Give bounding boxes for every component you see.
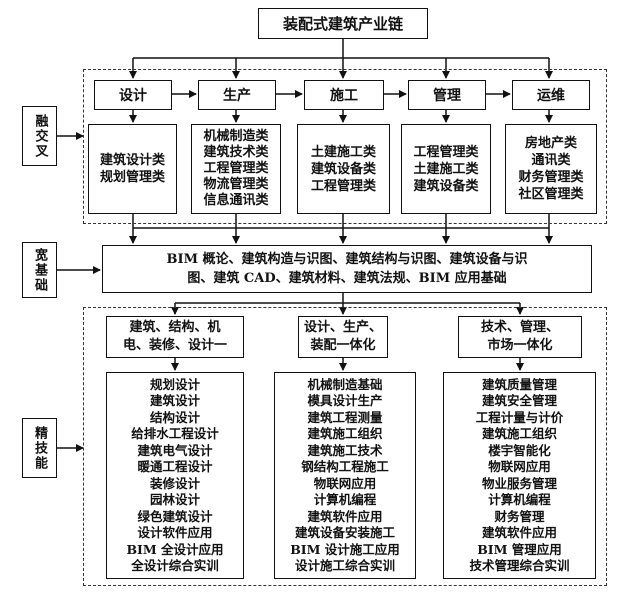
course-item: 暖通工程设计: [137, 459, 213, 474]
category-item: 工程管理类: [203, 161, 269, 176]
integration-line: 市场一体化: [487, 338, 553, 353]
course-item: 建筑施工技术: [307, 442, 383, 458]
course-item: 物业服务管理: [481, 475, 557, 491]
course-list-market: 建筑质量管理 建筑安全管理 工程计量与计价 建筑施工组织 楼宇智能化 物联网应用…: [443, 372, 596, 579]
stage-operation: 运维: [512, 80, 590, 110]
course-item: 装修设计: [149, 475, 200, 491]
course-item: 建筑工程测量: [307, 409, 383, 425]
category-item: 土建施工类: [310, 144, 376, 160]
course-item: 结构设计: [149, 409, 200, 425]
stage-production: 生产: [198, 80, 276, 110]
category-item: 建筑设备类: [413, 178, 479, 194]
course-item: 计算机编程: [488, 492, 551, 507]
course-item: 机械制造基础: [307, 376, 383, 392]
integration-line: 技术、管理、: [480, 320, 559, 335]
course-item: 建筑安全管理: [481, 393, 557, 408]
course-item: BIM 全设计应用: [126, 541, 224, 557]
course-item: 技术管理综合实训: [469, 558, 570, 573]
category-item: 信息通讯类: [203, 193, 269, 208]
integration-line: 装配一体化: [310, 338, 376, 353]
category-item: 规划管理类: [99, 170, 165, 185]
foundation-line-2: 图、建筑 CAD、建筑材料、建筑法规、BIM 应用基础: [187, 271, 507, 286]
course-item: 物联网应用: [313, 475, 377, 491]
stage-label: 生产: [223, 88, 251, 104]
category-item: 建筑设备类: [310, 161, 376, 177]
integration-box-assembly: 设计、生产、 装配一体化: [298, 316, 388, 358]
industry-chain-title-box: 装配式建筑产业链: [258, 8, 428, 39]
category-item: 机械制造类: [203, 129, 269, 144]
stage-label: 设计: [119, 88, 147, 104]
stage-construction: 施工: [304, 80, 384, 110]
course-item: 物联网应用: [488, 459, 551, 474]
stage-label: 施工: [330, 88, 358, 104]
course-item: 规划设计: [149, 376, 200, 392]
course-item: 建筑软件应用: [307, 508, 383, 524]
integration-line: 建筑、结构、机: [129, 320, 221, 335]
course-item: 建筑软件应用: [481, 525, 557, 540]
course-item: 建筑施工组织: [307, 426, 383, 441]
integration-box-market: 技术、管理、 市场一体化: [458, 316, 582, 358]
foundation-line-1: BIM 概论、建筑构造与识图、建筑结构与识图、建筑设备与识: [166, 252, 528, 267]
course-item: 建筑质量管理: [481, 376, 557, 392]
stage-label: 管理: [433, 88, 461, 104]
course-item: 设计施工综合实训: [294, 558, 395, 573]
integration-line: 电、装修、设计一: [122, 338, 227, 353]
course-item: 给排水工程设计: [131, 426, 219, 441]
category-box-management: 工程管理类 土建施工类 建筑设备类: [401, 124, 491, 214]
course-item: 绿色建筑设计: [137, 508, 213, 524]
integration-box-design: 建筑、结构、机 电、装修、设计一: [106, 316, 244, 358]
side-label-broad-text: 宽基础: [32, 247, 47, 293]
course-item: 工程计量与计价: [475, 409, 564, 425]
category-item: 土建施工类: [413, 161, 479, 177]
category-item: 建筑技术类: [203, 145, 269, 160]
cross-group-frame: [83, 69, 607, 224]
foundation-box: BIM 概论、建筑构造与识图、建筑结构与识图、建筑设备与识 图、建筑 CAD、建…: [102, 245, 592, 293]
course-item: BIM 管理应用: [477, 541, 562, 557]
course-item: 建筑电气设计: [137, 442, 213, 458]
course-item: 钢结构工程施工: [301, 459, 389, 474]
category-item: 建筑设计类: [99, 153, 165, 168]
side-label-fine-text: 精技能: [32, 425, 47, 471]
category-item: 社区管理类: [518, 187, 584, 202]
category-item: 房地产类: [524, 136, 577, 151]
stage-label: 运维: [537, 88, 565, 104]
category-item: 财务管理类: [518, 170, 584, 185]
course-item: 计算机编程: [313, 492, 377, 507]
course-item: 设计软件应用: [137, 525, 213, 540]
course-item: 全设计综合实训: [131, 558, 219, 573]
category-item: 物流管理类: [203, 177, 269, 192]
integration-line: 设计、生产、: [303, 320, 382, 335]
side-label-fine: 精技能: [22, 418, 57, 478]
course-item: 建筑设计: [149, 393, 200, 408]
category-item: 工程管理类: [310, 178, 376, 194]
course-item: 建筑施工组织: [481, 426, 557, 441]
category-item: 通讯类: [531, 153, 571, 168]
category-box-production: 机械制造类 建筑技术类 工程管理类 物流管理类 信息通讯类: [191, 124, 281, 214]
industry-chain-title: 装配式建筑产业链: [282, 15, 403, 33]
course-list-assembly: 机械制造基础 模具设计生产 建筑工程测量 建筑施工组织 建筑施工技术 钢结构工程…: [274, 372, 416, 579]
course-item: 园林设计: [149, 492, 200, 507]
course-list-design: 规划设计 建筑设计 结构设计 给排水工程设计 建筑电气设计 暖通工程设计 装修设…: [106, 372, 244, 579]
category-item: 工程管理类: [413, 144, 479, 160]
category-box-construction: 土建施工类 建筑设备类 工程管理类: [297, 124, 390, 214]
course-item: 楼宇智能化: [488, 442, 551, 458]
side-label-cross-text: 融交叉: [32, 113, 48, 159]
stage-management: 管理: [408, 80, 486, 110]
course-item: 建筑设备安装施工: [294, 525, 395, 540]
stage-design: 设计: [94, 80, 172, 110]
course-item: BIM 设计施工应用: [290, 541, 400, 557]
course-item: 财务管理: [494, 508, 545, 524]
side-label-broad: 宽基础: [22, 242, 57, 298]
fine-group-frame: [83, 307, 607, 586]
course-item: 模具设计生产: [307, 393, 383, 408]
category-box-design: 建筑设计类 规划管理类: [88, 124, 177, 214]
category-box-operation: 房地产类 通讯类 财务管理类 社区管理类: [505, 124, 597, 214]
side-label-cross: 融交叉: [22, 106, 57, 166]
